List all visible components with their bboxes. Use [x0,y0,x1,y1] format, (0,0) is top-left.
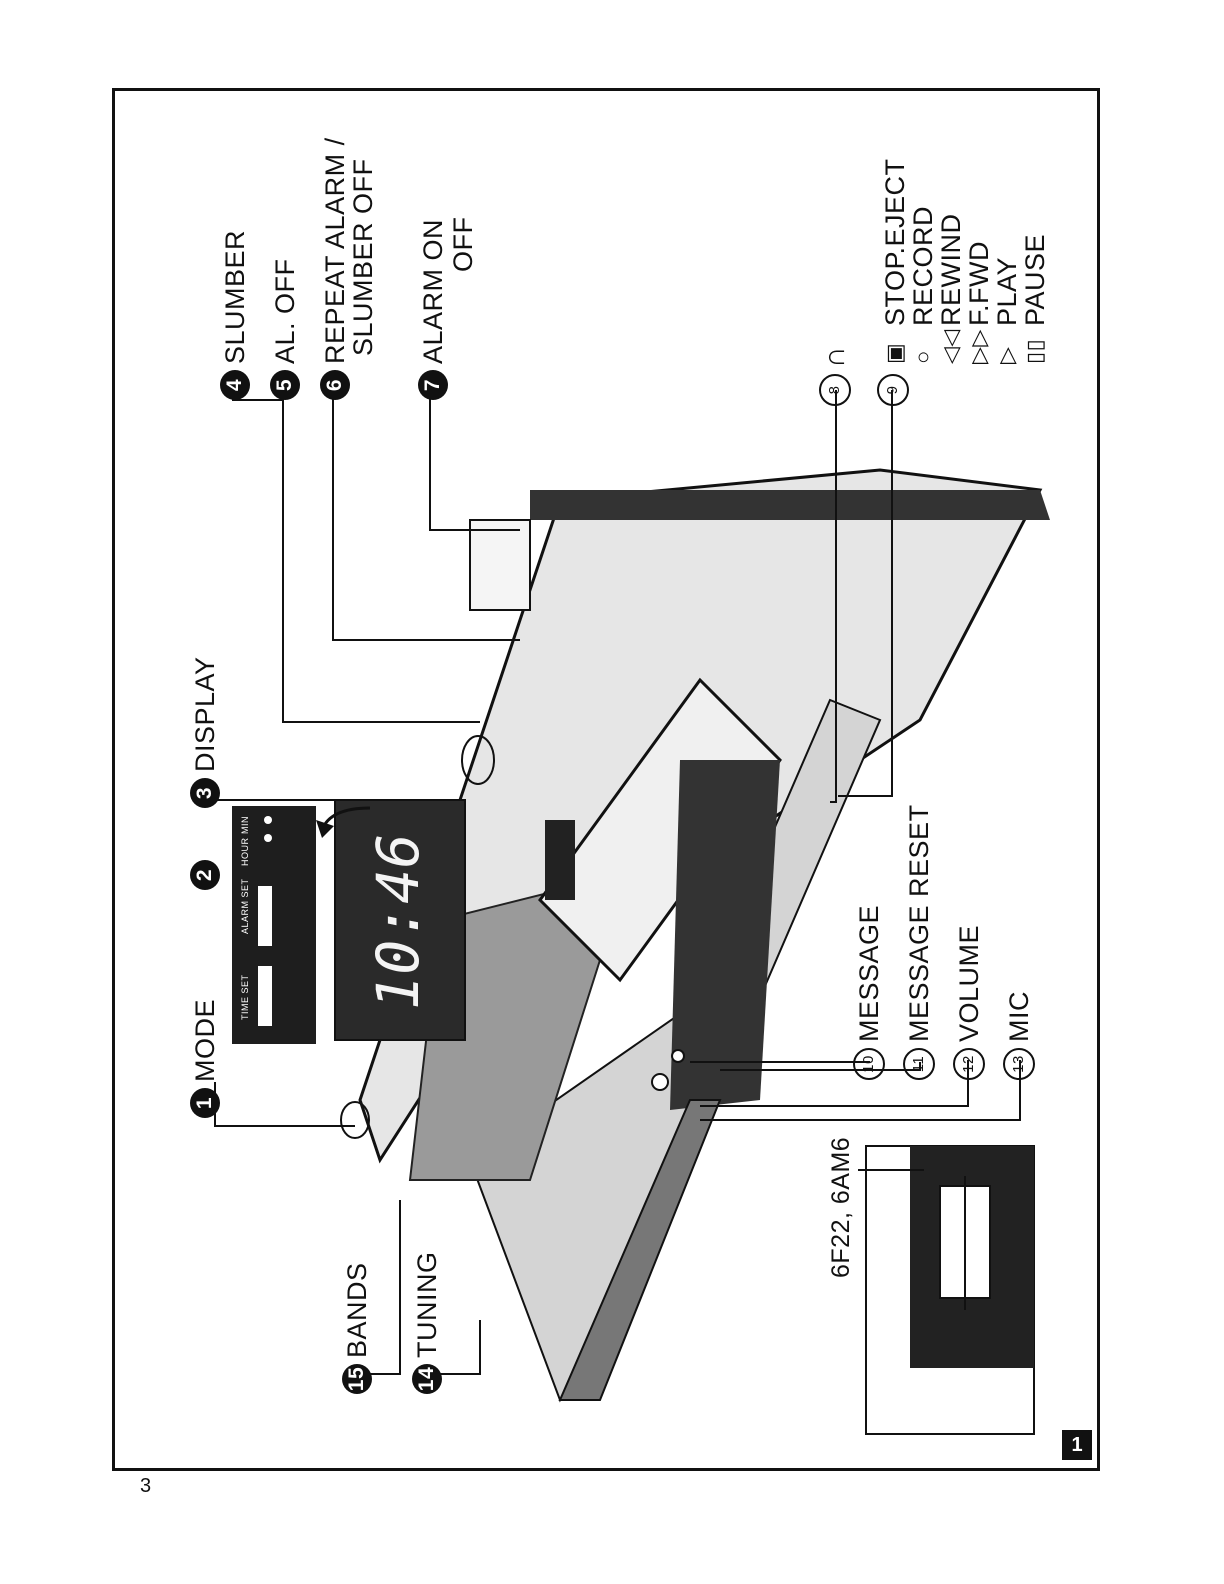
label-message-reset: 11MESSAGE RESET [902,804,935,1080]
label-slumber: 4SLUMBER [218,230,250,400]
label-bands: 15BANDS [340,1262,372,1394]
label-settings: 2 [188,854,220,890]
label-cassette: 9 [876,368,909,406]
label-tuning: 14TUNING [410,1252,442,1395]
label-mic: 13MIC [1002,991,1035,1080]
label-slumber-off: SLUMBER OFF [346,158,378,356]
callout-9: 9 [877,374,909,406]
label-mode: 1MODE [188,999,220,1118]
page-number: 3 [140,1475,151,1498]
callout-10: 10 [853,1048,885,1080]
callout-13: 13 [1003,1048,1035,1080]
label-volume: 12VOLUME [952,925,985,1080]
label-alarm-on: 7ALARM ON [416,219,448,400]
callout-6: 6 [320,370,350,400]
hour-label: HOUR [240,838,250,867]
label-al-off: 5AL. OFF [268,258,300,400]
min-label: MIN [240,816,250,834]
callout-5: 5 [270,370,300,400]
label-display: 3DISPLAY [188,656,220,808]
label-message: 10MESSAGE [852,905,885,1080]
callout-1: 1 [190,1088,220,1118]
callout-14: 14 [412,1364,442,1394]
callout-3: 3 [190,778,220,808]
label-headphones: 8∩ [818,346,851,406]
label-alarm-off: OFF [446,217,478,273]
callout-11: 11 [903,1048,935,1080]
cassette-button-pause: ▯▯PAUSE [1018,234,1050,364]
callout-8: 8 [819,374,851,406]
battery-label: 6F22, 6AM6 [826,1137,856,1278]
callout-4: 4 [220,370,250,400]
callout-2: 2 [190,860,220,890]
headphones-icon: ∩ [818,346,851,368]
callout-7: 7 [418,370,448,400]
callout-12: 12 [953,1048,985,1080]
clock-display-time: 10:46 [368,833,428,1010]
time-set-label: TIME SET [240,974,250,1020]
pause-icon: ▯▯ [1020,326,1050,364]
callout-15: 15 [342,1364,372,1394]
alarm-set-label: ALARM SET [240,878,250,934]
figure-number: 1 [1062,1430,1092,1460]
